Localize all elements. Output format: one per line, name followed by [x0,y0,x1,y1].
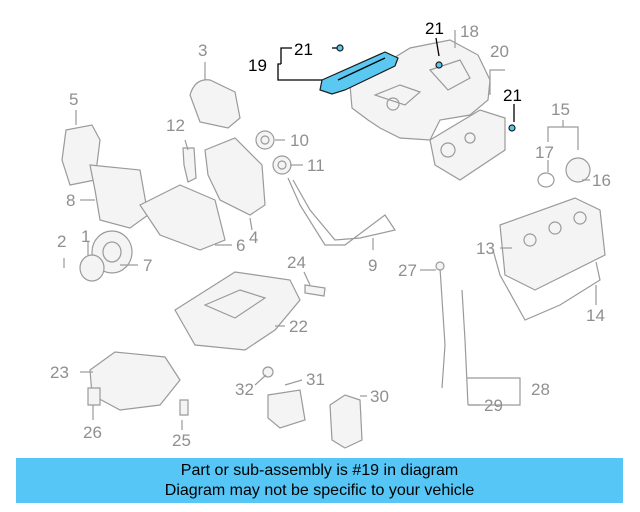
callout-2: 2 [57,232,66,251]
callout-31: 31 [306,370,325,389]
part-20-valve-cover[interactable] [429,109,506,181]
part-26-drain-plug[interactable] [87,387,101,406]
part-8-cover-bracket[interactable] [89,164,149,229]
callout-21-b: 21 [425,19,444,38]
part-24-sensor[interactable] [304,284,326,297]
callout-21-a: 21 [294,40,313,59]
part-9-timing-belt[interactable] [287,177,396,246]
part-12-bracket[interactable] [182,147,197,183]
callout-5: 5 [69,90,78,109]
callout-16: 16 [592,171,611,190]
callout-24: 24 [287,253,306,272]
part-13-valve-cover-left[interactable] [499,197,606,291]
part-25-bolt[interactable] [179,399,189,416]
callout-13: 13 [476,239,495,258]
part-28-dipstick-tube[interactable] [461,289,469,406]
callout-14: 14 [586,306,605,325]
callout-4: 4 [249,228,258,247]
part-4-rear-cover[interactable] [204,137,266,216]
part-32-bolt[interactable] [262,366,274,378]
part-16-oil-filler-cap[interactable] [565,157,591,183]
part-10-idler-pulley[interactable] [255,130,275,150]
callout-23: 23 [50,363,69,382]
exploded-parts-diagram: 3 5 8 12 10 11 6 4 7 1 2 9 22 23 24 25 2… [50,19,611,450]
part-21-bolt-a[interactable] [332,44,344,52]
callout-1: 1 [81,227,90,246]
part-14-valve-cover-gasket[interactable] [492,249,601,321]
callout-32: 32 [235,380,254,399]
part-7-crank-pulley[interactable] [79,230,133,282]
callout-11: 11 [307,156,325,175]
callout-26: 26 [83,423,102,442]
banner-line-1: Part or sub-assembly is #19 in diagram [180,462,459,479]
banner-line-2: Diagram may not be specific to your vehi… [164,482,475,499]
notice-banner: Part or sub-assembly is #19 in diagram D… [16,458,623,503]
part-23-oil-pan-lower[interactable] [89,351,181,411]
callout-15: 15 [551,100,570,119]
callout-18: 18 [460,22,479,41]
part-31-filter-housing[interactable] [267,389,306,429]
callout-17: 17 [535,143,554,162]
callout-28: 28 [531,380,550,399]
part-3-timing-cover-upper[interactable] [189,79,241,129]
callout-25: 25 [172,431,191,450]
part-21-bolt-b[interactable] [435,61,443,69]
callout-20: 20 [490,42,509,61]
part-11-tensioner-pulley[interactable] [272,155,292,175]
callout-6: 6 [236,236,245,255]
callout-9: 9 [368,256,377,275]
callout-22: 22 [289,317,308,336]
part-19-highlighted-component[interactable] [319,51,399,95]
callout-7: 7 [143,256,152,275]
part-27-dipstick[interactable] [435,261,446,389]
part-21-bolt-c[interactable] [508,124,516,132]
part-17-cap-seal[interactable] [537,172,555,188]
callout-30: 30 [370,387,389,406]
callout-3: 3 [198,41,207,60]
callout-12: 12 [166,116,185,135]
part-30-oil-filter[interactable] [329,394,363,449]
callout-10: 10 [290,131,309,150]
callout-8: 8 [66,191,75,210]
callout-27: 27 [398,261,417,280]
part-6-timing-cover-lower[interactable] [139,184,226,251]
callout-21-c: 21 [503,86,522,105]
callout-19-highlighted: 19 [248,56,267,75]
callout-29: 29 [484,396,503,415]
part-22-oil-pan-upper[interactable] [174,271,301,351]
